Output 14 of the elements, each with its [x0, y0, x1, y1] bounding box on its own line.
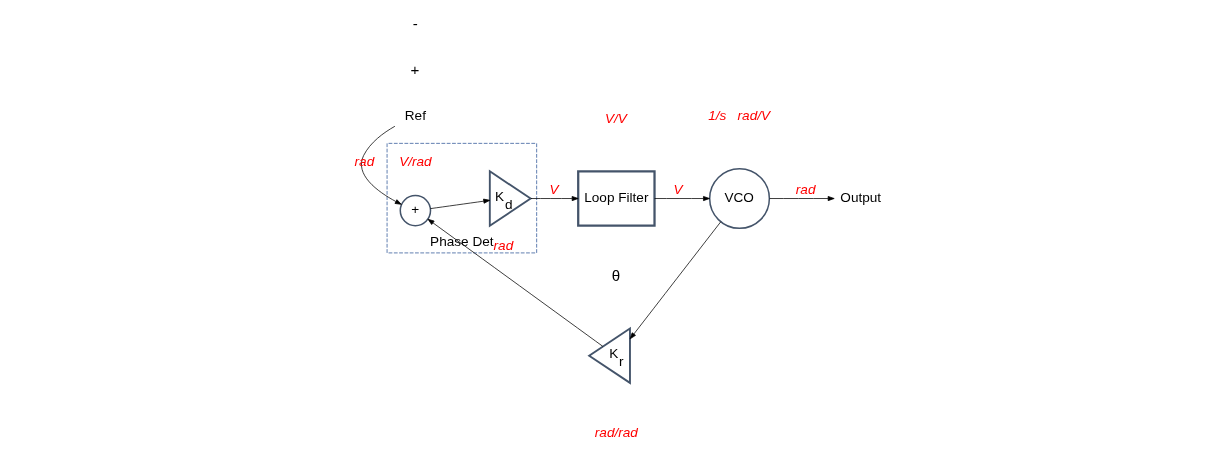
edge-label: rad — [354, 153, 375, 169]
node-text: Output — [840, 189, 882, 205]
node-text: Ref — [404, 108, 426, 124]
edge-label: rad — [493, 238, 514, 254]
edge-label: V — [549, 181, 559, 197]
node-label: V/V — [605, 110, 627, 126]
label: - — [412, 14, 418, 32]
label: θ — [611, 266, 621, 284]
label: + — [410, 60, 420, 78]
node-label: rad/rad — [594, 424, 638, 440]
edge-label: V — [673, 181, 683, 197]
node-label: V/rad — [399, 153, 432, 169]
node-label: 1/s rad/V — [708, 108, 771, 124]
edge-label: rad — [795, 181, 816, 197]
